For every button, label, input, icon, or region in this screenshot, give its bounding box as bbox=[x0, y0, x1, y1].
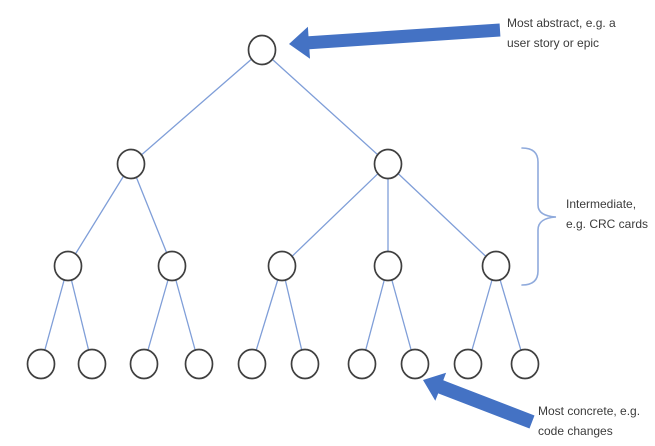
tree-edge bbox=[261, 49, 389, 165]
tree-node-level-3 bbox=[267, 250, 297, 282]
tree-edge bbox=[281, 163, 389, 267]
tree-node-leaves bbox=[129, 348, 159, 380]
top-annotation-line-1: Most abstract, e.g. a bbox=[507, 16, 616, 30]
tree-edge bbox=[143, 265, 173, 365]
tree-node-level-3 bbox=[373, 250, 403, 282]
tree-edge bbox=[495, 265, 526, 365]
intermediate-annotation: Intermediate, e.g. CRC cards bbox=[566, 194, 648, 234]
tree-edge bbox=[251, 265, 283, 365]
tree-edges-layer bbox=[40, 49, 526, 365]
intermediate-annotation-line-1: Intermediate, bbox=[566, 197, 637, 211]
bottom-annotation: Most concrete, e.g. code changes bbox=[538, 401, 640, 441]
tree-node-root bbox=[247, 34, 277, 66]
tree-edge bbox=[130, 163, 173, 267]
tree-node-level-2 bbox=[373, 148, 403, 180]
tree-node-level-2 bbox=[116, 148, 146, 180]
tree-edge bbox=[361, 265, 389, 365]
intermediate-annotation-line-2: e.g. CRC cards bbox=[566, 217, 649, 231]
tree-node-leaves bbox=[347, 348, 377, 380]
tree-edge bbox=[67, 265, 93, 365]
tree-edge bbox=[40, 265, 69, 365]
top-annotation: Most abstract, e.g. a user story or epic bbox=[507, 13, 616, 53]
tree-node-leaves bbox=[400, 348, 430, 380]
bottom-annotation-line-1: Most concrete, e.g. bbox=[538, 404, 641, 418]
tree-node-leaves bbox=[184, 348, 214, 380]
tree-node-leaves bbox=[453, 348, 483, 380]
top-annotation-line-2: user story or epic bbox=[507, 36, 600, 50]
top-arrow-icon bbox=[289, 23, 501, 59]
tree-node-leaves bbox=[510, 348, 540, 380]
tree-nodes-layer bbox=[26, 34, 540, 380]
tree-edge bbox=[281, 265, 306, 365]
tree-node-level-3 bbox=[157, 250, 187, 282]
tree-edge bbox=[387, 265, 416, 365]
intermediate-brace-icon bbox=[521, 147, 557, 286]
tree-node-level-3 bbox=[53, 250, 83, 282]
tree-edge bbox=[467, 265, 497, 365]
bottom-arrow-icon bbox=[423, 372, 535, 429]
tree-edge bbox=[387, 163, 497, 267]
tree-node-leaves bbox=[237, 348, 267, 380]
tree-edge bbox=[130, 49, 263, 165]
tree-node-leaves bbox=[77, 348, 107, 380]
tree-node-level-3 bbox=[481, 250, 511, 282]
bottom-annotation-line-2: code changes bbox=[538, 424, 613, 438]
tree-node-leaves bbox=[26, 348, 56, 380]
tree-edge bbox=[171, 265, 200, 365]
tree-edge bbox=[67, 163, 132, 267]
tree-node-leaves bbox=[290, 348, 320, 380]
